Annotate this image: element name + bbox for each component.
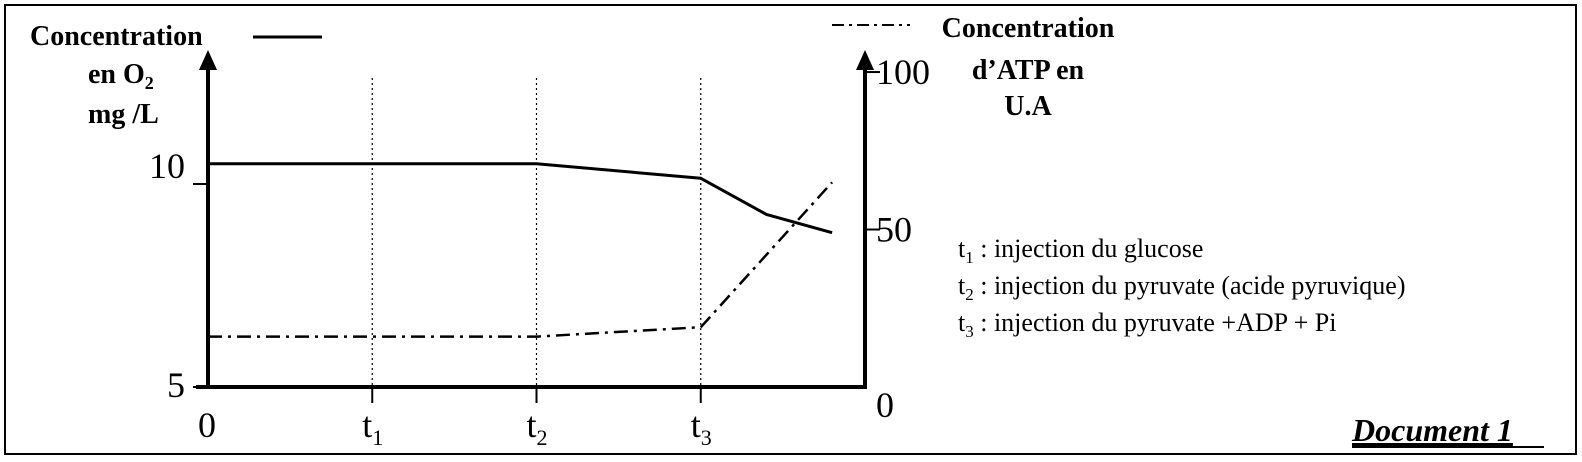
right-axis-title-line-2: d’ATP en [972, 55, 1085, 86]
right-axis-title-line-1: Concentration [942, 13, 1115, 44]
right-axis-title-line-3: U.A [1004, 91, 1052, 122]
left-y-axis-arrow [199, 50, 217, 70]
o2-subscript: 2 [145, 73, 154, 93]
left-axis-title-line-2: en O2 [88, 59, 154, 93]
right-y-axis-arrow [856, 50, 874, 70]
left-axis-title-line-3: mg /L [88, 99, 159, 130]
atp-series-line [208, 181, 834, 338]
x-tick-label: 0 [198, 405, 216, 445]
annotation-t3: t3 : injection du pyruvate +ADP + Pi [958, 308, 1336, 341]
left-tick-label: 10 [149, 146, 185, 186]
o2-series-line [208, 162, 833, 235]
right-tick-label: 50 [876, 210, 912, 250]
annotation-t1: t1 : injection du glucose [958, 234, 1203, 267]
right-tick-label: 0 [876, 385, 894, 425]
left-tick-label: 5 [167, 365, 185, 405]
x-tick-label: t2 [527, 405, 548, 450]
left-axis-title-line-1: Concentration [30, 21, 203, 52]
right-tick-label: 100 [876, 52, 930, 92]
x-tick-label: t3 [691, 405, 712, 450]
x-tick-label: t1 [362, 405, 383, 450]
annotation-t2: t2 : injection du pyruvate (acide pyruvi… [958, 271, 1405, 304]
document-frame [4, 4, 1577, 455]
document-caption: Document 1 [1351, 412, 1513, 448]
